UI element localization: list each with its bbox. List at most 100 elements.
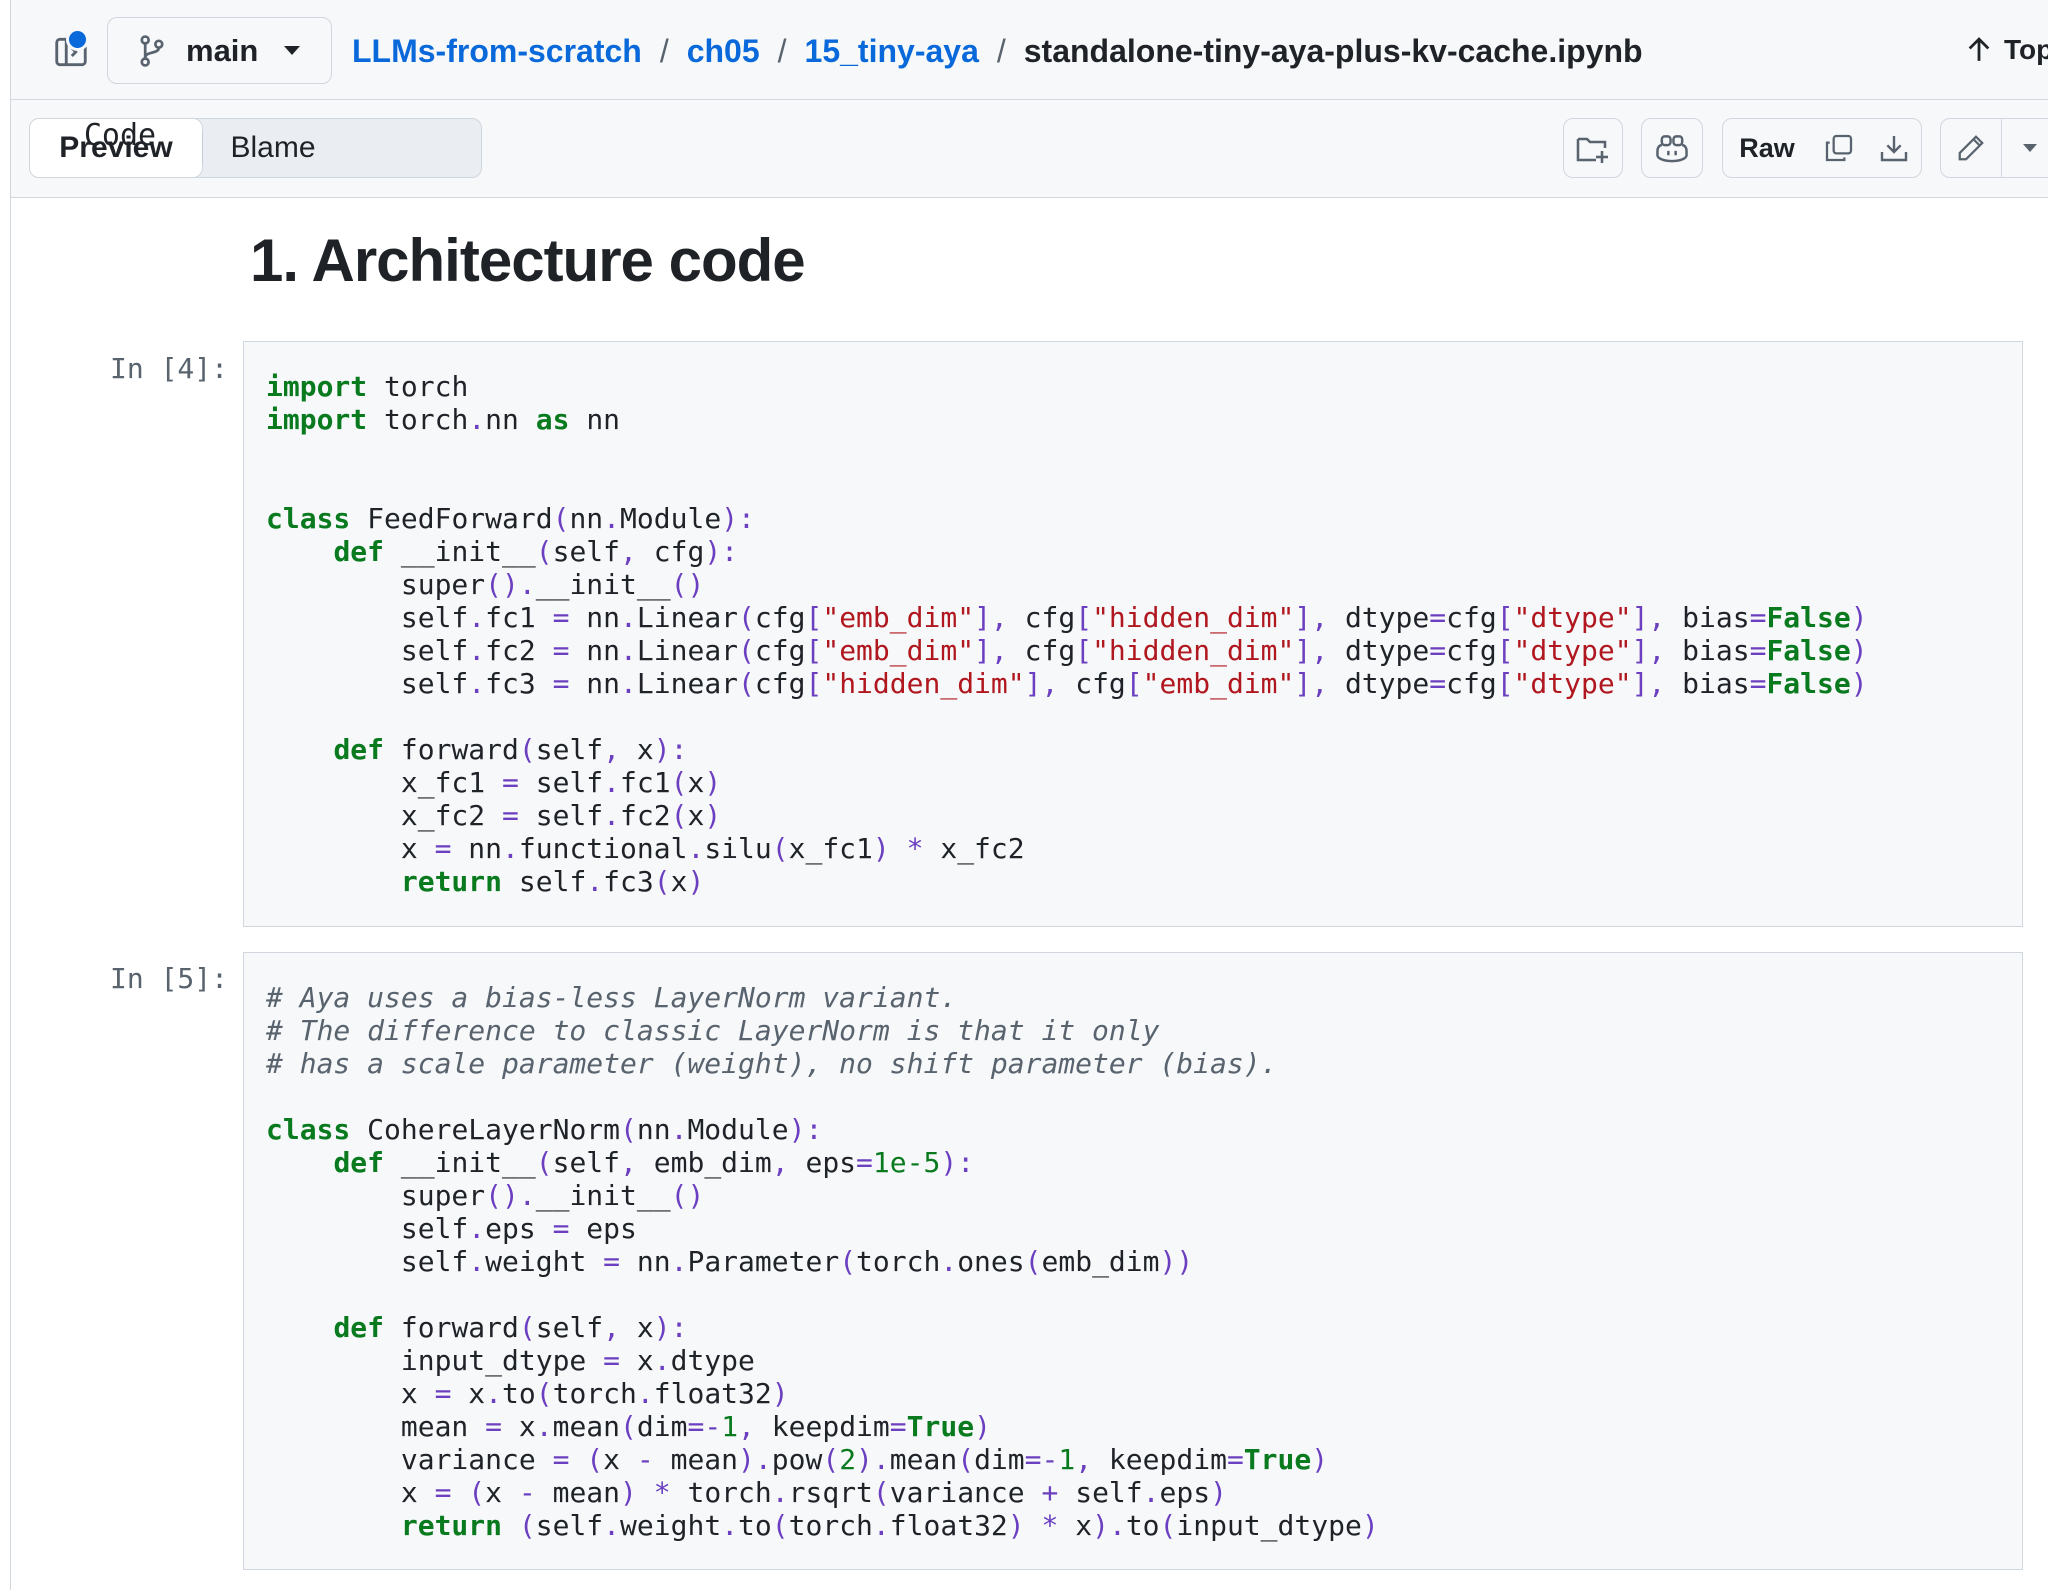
code-token: x <box>687 766 705 799</box>
tab-code[interactable]: Code <box>83 118 157 153</box>
code-token: - <box>636 1443 654 1476</box>
tab-blame[interactable]: Blame <box>230 131 316 164</box>
code-token: keepdim <box>1092 1443 1227 1476</box>
code-line: class FeedForward(nn.Module): <box>266 502 1868 535</box>
edit-group <box>1940 118 2048 178</box>
copy-raw-button[interactable] <box>1811 119 1867 177</box>
raw-button[interactable]: Raw <box>1723 119 1811 177</box>
code-token: cfg <box>1446 601 1497 634</box>
code-token: ) <box>704 799 722 832</box>
copy-icon <box>1825 134 1853 162</box>
code-line: return self.fc3(x) <box>266 865 1868 898</box>
code-token: x <box>620 733 654 766</box>
breadcrumb-ch05-link[interactable]: ch05 <box>686 32 760 69</box>
breadcrumb: LLMs-from-scratch / ch05 / 15_tiny-aya /… <box>352 28 1643 74</box>
code-token: super <box>266 1179 486 1212</box>
code-token: . <box>620 667 637 700</box>
back-to-top-link[interactable]: Top <box>1966 30 2048 70</box>
code-token: [ <box>1496 667 1514 700</box>
code-line <box>266 436 1868 469</box>
code-token: Linear <box>636 667 739 700</box>
code-token: ) <box>974 1410 991 1443</box>
code-token: . <box>502 832 519 865</box>
code-token: = <box>552 601 570 634</box>
code-token: 1 <box>721 1410 739 1443</box>
tab-preview[interactable]: Preview <box>29 118 203 178</box>
code-token <box>637 1476 654 1509</box>
code-token: = <box>1749 634 1767 667</box>
code-cell[interactable]: # Aya uses a bias-less LayerNorm variant… <box>243 952 2023 1570</box>
code-token: ], <box>1631 601 1666 634</box>
code-token: torch <box>788 1509 873 1542</box>
code-token: torch <box>552 1377 637 1410</box>
code-token <box>266 1509 401 1542</box>
code-token <box>1025 1509 1042 1542</box>
code-token: nn <box>569 502 604 535</box>
code-token: float32 <box>653 1377 772 1410</box>
code-line: self.weight = nn.Parameter(torch.ones(em… <box>266 1245 1379 1278</box>
code-token: ). <box>856 1443 890 1476</box>
code-token: # Aya uses a bias-less LayerNorm variant… <box>266 981 958 1014</box>
code-token: nn <box>569 601 621 634</box>
copilot-icon <box>1656 135 1688 163</box>
code-token: . <box>670 1113 688 1146</box>
code-token: . <box>620 601 637 634</box>
code-token: . <box>535 1410 553 1443</box>
code-token: [ <box>1496 601 1514 634</box>
code-token: * <box>1041 1509 1059 1542</box>
file-toolbar: Preview Code Blame Raw <box>11 100 2048 198</box>
code-line: # The difference to classic LayerNorm is… <box>266 1014 1379 1047</box>
code-token: . <box>771 1476 789 1509</box>
code-token: # The difference to classic LayerNorm is… <box>266 1014 1160 1047</box>
code-token: Module <box>620 502 722 535</box>
code-token: self <box>535 1509 604 1542</box>
code-token: cfg <box>1007 601 1076 634</box>
code-token: = <box>603 1344 621 1377</box>
group-divider <box>2000 119 2002 177</box>
sidebar-toggle-button[interactable] <box>47 28 95 76</box>
code-token: ) <box>1361 1509 1379 1542</box>
code-token: super <box>266 568 486 601</box>
edit-file-button[interactable] <box>1941 119 2001 177</box>
code-token: eps <box>788 1146 857 1179</box>
code-token: False <box>1766 667 1851 700</box>
code-token: ones <box>957 1245 1025 1278</box>
code-token: "emb_dim" <box>1142 667 1295 700</box>
code-token: ( <box>586 1443 604 1476</box>
branch-selector[interactable]: main <box>107 17 332 84</box>
git-branch-icon <box>140 34 164 67</box>
code-token: =- <box>1024 1443 1059 1476</box>
code-token: Linear <box>636 634 739 667</box>
code-token: ): <box>704 535 739 568</box>
code-line: self.fc2 = nn.Linear(cfg["emb_dim"], cfg… <box>266 634 1868 667</box>
breadcrumb-tiny-aya-link[interactable]: 15_tiny-aya <box>804 32 979 69</box>
copilot-button[interactable] <box>1641 118 1703 178</box>
code-token: cfg <box>1058 667 1126 700</box>
code-token: ) <box>1311 1443 1329 1476</box>
code-token: dim <box>974 1443 1025 1476</box>
code-token: "hidden_dim" <box>1092 634 1295 667</box>
code-token: as <box>535 403 570 436</box>
code-token: cfg <box>754 667 806 700</box>
code-token: . <box>721 1509 739 1542</box>
code-token: , <box>771 1146 789 1179</box>
code-token: ( <box>771 832 789 865</box>
code-token: Module <box>687 1113 789 1146</box>
code-block: # Aya uses a bias-less LayerNorm variant… <box>266 981 1379 1542</box>
code-token: emb_dim <box>1041 1245 1160 1278</box>
download-button[interactable] <box>1867 119 1921 177</box>
code-line: x = nn.functional.silu(x_fc1) * x_fc2 <box>266 832 1868 865</box>
code-token: (). <box>485 1179 536 1212</box>
code-token: [ <box>805 667 823 700</box>
breadcrumb-repo-link[interactable]: LLMs-from-scratch <box>352 32 642 69</box>
code-token: mean <box>889 1443 958 1476</box>
add-file-button[interactable] <box>1563 118 1623 178</box>
code-token: to <box>502 1377 536 1410</box>
notebook-heading: 1. Architecture code <box>250 227 806 294</box>
breadcrumb-separator: / <box>777 32 787 69</box>
code-token: mean <box>535 1476 621 1509</box>
code-token: cfg <box>1446 667 1497 700</box>
more-edit-options-button[interactable] <box>2001 119 2048 177</box>
code-line: x_fc1 = self.fc1(x) <box>266 766 1868 799</box>
